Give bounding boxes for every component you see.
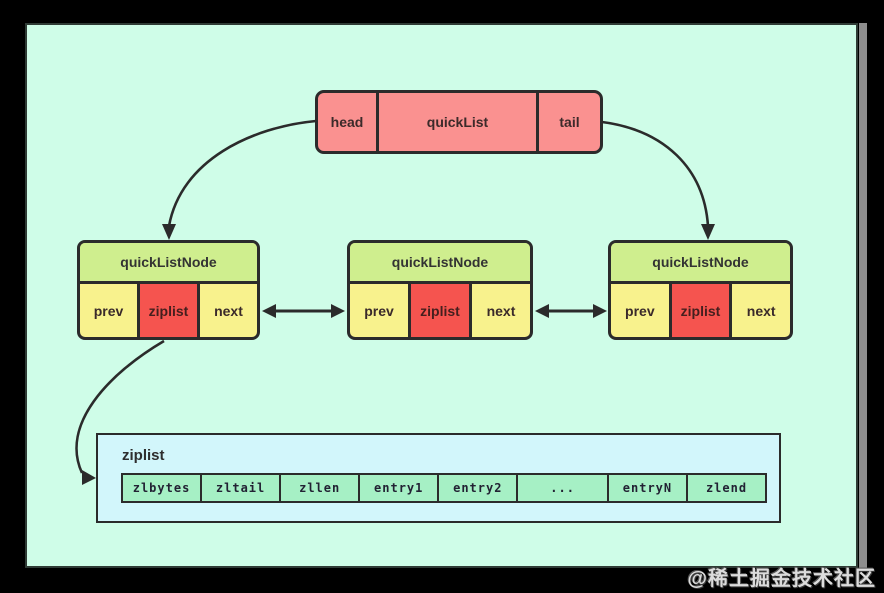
quicklistnode-3-title: quickListNode: [611, 243, 790, 284]
ziplist-cell-zllen: zllen: [279, 475, 359, 501]
quicklistnode-1: quickListNode prev ziplist next: [77, 240, 260, 340]
ziplist-panel-label: ziplist: [122, 447, 165, 464]
quicklist-box: head quickList tail: [315, 90, 603, 154]
ziplist-cells-row: zlbytes zltail zllen entry1 entry2 ... e…: [121, 473, 767, 503]
node3-prev-cell: prev: [625, 302, 655, 319]
ziplist-cell-ellipsis: ...: [516, 475, 607, 501]
node2-next-cell: next: [486, 302, 516, 319]
node3-ziplist-cell: ziplist: [668, 284, 733, 337]
ziplist-cell-zltail: zltail: [200, 475, 280, 501]
quicklistnode-1-title: quickListNode: [80, 243, 257, 284]
ziplist-cell-entry1: entry1: [358, 475, 438, 501]
node3-next-cell: next: [746, 302, 776, 319]
quicklist-head-cell: head: [330, 114, 364, 130]
node1-ziplist-cell: ziplist: [137, 284, 200, 337]
quicklist-title-cell: quickList: [376, 93, 539, 151]
quicklistnode-2-title: quickListNode: [350, 243, 530, 284]
ziplist-panel: ziplist zlbytes zltail zllen entry1 entr…: [96, 433, 781, 523]
ziplist-cell-zlbytes: zlbytes: [123, 475, 201, 501]
quicklistnode-3: quickListNode prev ziplist next: [608, 240, 793, 340]
ziplist-cell-entry2: entry2: [437, 475, 517, 501]
right-edge-strip: [859, 23, 867, 568]
ziplist-cell-zlend: zlend: [685, 475, 766, 501]
quicklistnode-2: quickListNode prev ziplist next: [347, 240, 533, 340]
node1-next-cell: next: [214, 302, 243, 319]
ziplist-cell-entryN: entryN: [606, 475, 686, 501]
node2-prev-cell: prev: [364, 302, 394, 319]
quicklist-tail-cell: tail: [559, 114, 580, 130]
watermark: @稀土掘金技术社区: [687, 568, 876, 590]
node1-prev-cell: prev: [93, 302, 124, 319]
node2-ziplist-cell: ziplist: [408, 284, 472, 337]
